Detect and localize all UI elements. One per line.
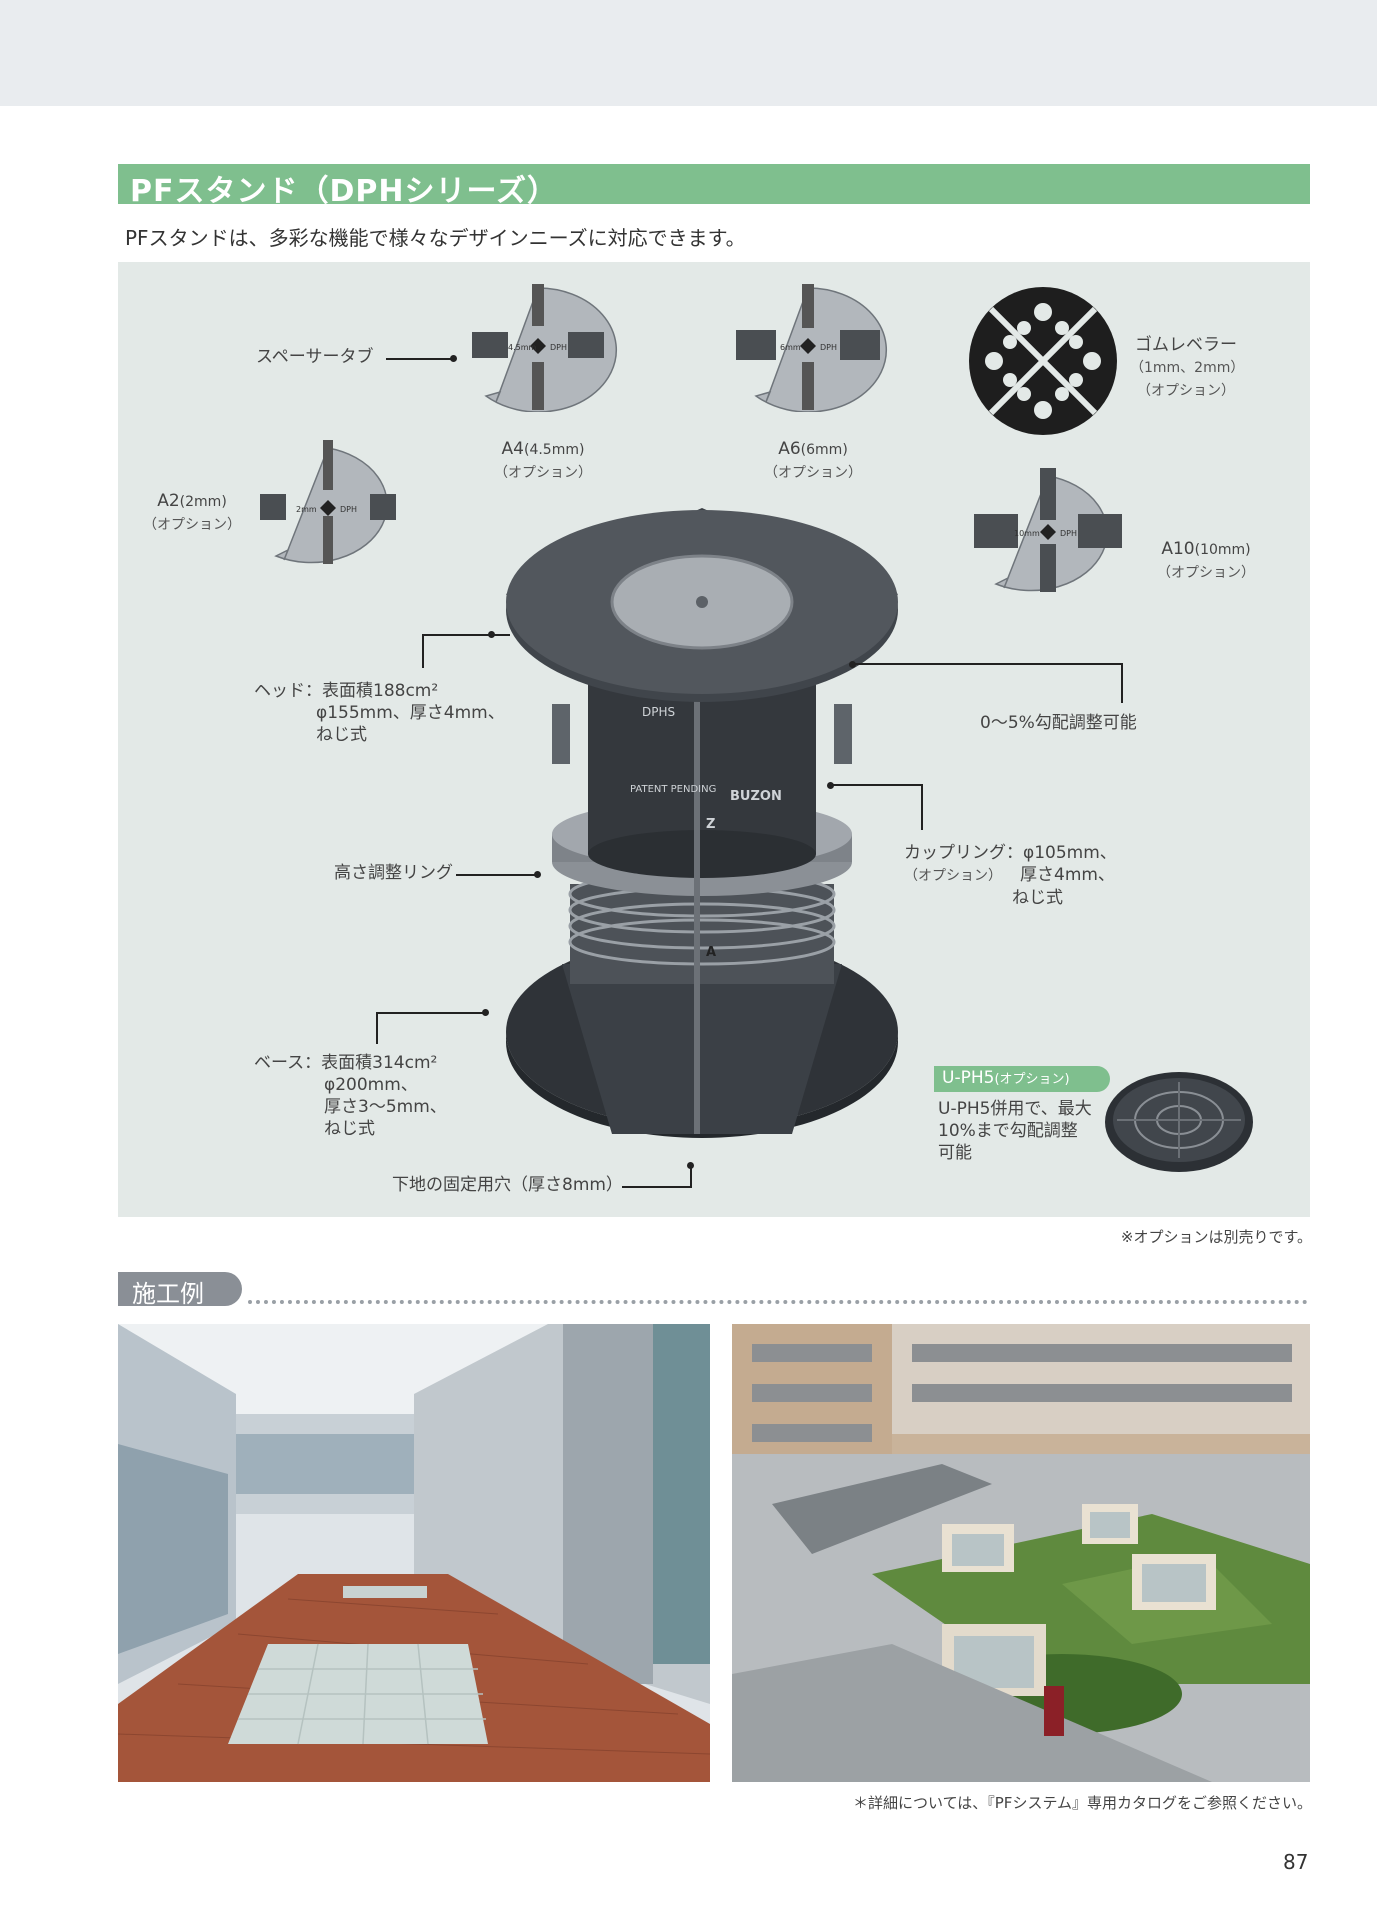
disc-brand-a6: DPH [820,343,837,352]
rubber-leveler-disc [969,287,1117,435]
leader-dot [450,355,457,362]
leader-base-h [376,1012,486,1014]
section-tab: 施工例 [118,1272,242,1308]
stand-a-mark: A [706,945,716,960]
product-diagram: 4.5mm DPH A4(4.5mm) （オプション） 6mm DPH A6(6… [118,262,1310,1217]
catalog-note: ＊詳細については、『PFシステム』専用カタログをご参照ください。 [853,1794,1312,1812]
label-a10: A10(10mm) （オプション） [1157,539,1255,581]
disc-brand-a2: DPH [340,505,357,514]
leader-dot [534,871,541,878]
disc-text-a10: 10mm [1014,529,1040,538]
leader-head-h [422,634,510,636]
uph5-badge-text: U-PH5(オプション) [942,1068,1070,1088]
leader-fix-hole-v [690,1166,692,1188]
disc-brand-a10: DPH [1060,529,1077,538]
stand-brand-text: BUZON [730,789,782,804]
leader-dot [482,1009,489,1016]
leader-spacer-tab [386,358,452,360]
section-dotted-rule [248,1300,1308,1304]
leader-coupling-v [921,784,923,830]
label-slope: 0〜5%勾配調整可能 [980,713,1137,733]
section-title: 施工例 [132,1280,204,1308]
label-spacer-tab: スペーサータブ [256,347,374,367]
disc-text-a6: 6mm [780,343,801,352]
photo-rooftop-garden [732,1324,1310,1782]
label-a2: A2(2mm) （オプション） [143,491,241,533]
label-a4: A4(4.5mm) （オプション） [494,439,592,481]
disc-brand-a4: DPH [550,343,567,352]
label-uph5: U-PH5併用で、最大 10%まで勾配調整 可能 [938,1099,1092,1163]
label-base: ベース：表面積314cm² φ200mm、 厚さ3〜5mm、 ねじ式 [254,1053,447,1139]
spacer-disc-a10: 10mm DPH [974,468,1122,592]
option-note: ※オプションは別売りです。 [1120,1228,1312,1246]
disc-text-a4: 4.5mm [508,343,537,352]
label-height-ring: 高さ調整リング [334,863,453,883]
uph5-badge: U-PH5(オプション) [934,1066,1110,1092]
leader-dot [827,782,834,789]
photo-deck-courtyard [118,1324,710,1782]
leader-head [422,636,424,668]
top-band [0,0,1377,106]
stand-patent-text: PATENT PENDING [630,784,716,795]
leader-slope [853,663,1123,665]
leader-dot [849,661,856,668]
stand-z-mark: Z [706,817,715,832]
intro-text: PFスタンドは、多彩な機能で様々なデザインニーズに対応できます。 [125,226,746,250]
spacer-disc-a4: 4.5mm DPH [472,284,618,412]
leader-fix-hole [622,1186,692,1188]
leader-dot [687,1162,694,1169]
leader-ring [456,874,538,876]
section-title-bar: PFスタンド（DPHシリーズ） [118,164,1310,209]
uph5-disc [1105,1072,1253,1172]
leader-coupling [831,784,923,786]
stand-model-text: DPHS [642,705,675,719]
label-coupling: カップリング：φ105mm、 （オプション）厚さ4mm、 ねじ式 [904,843,1117,908]
spacer-disc-a6: 6mm DPH [736,284,888,412]
spacer-disc-a2: 2mm DPH [260,440,396,564]
page-title: PFスタンド（DPHシリーズ） [130,174,558,209]
label-rubber-leveler: ゴムレベラー （1mm、2mm） （オプション） [1130,335,1245,399]
disc-text-a2: 2mm [296,505,317,514]
label-head: ヘッド：表面積188cm² φ155mm、厚さ4mm、 ねじ式 [254,681,505,745]
leader-base [376,1014,378,1044]
leader-dot [488,631,495,638]
leader-slope-v [1121,663,1123,703]
pf-stand-illustration: DPHS PATENT PENDING BUZON Z A [506,508,898,1138]
label-a6: A6(6mm) （オプション） [764,439,862,481]
label-fix-hole: 下地の固定用穴（厚さ8mm） [392,1175,623,1195]
page-number: 87 [1283,1850,1309,1874]
